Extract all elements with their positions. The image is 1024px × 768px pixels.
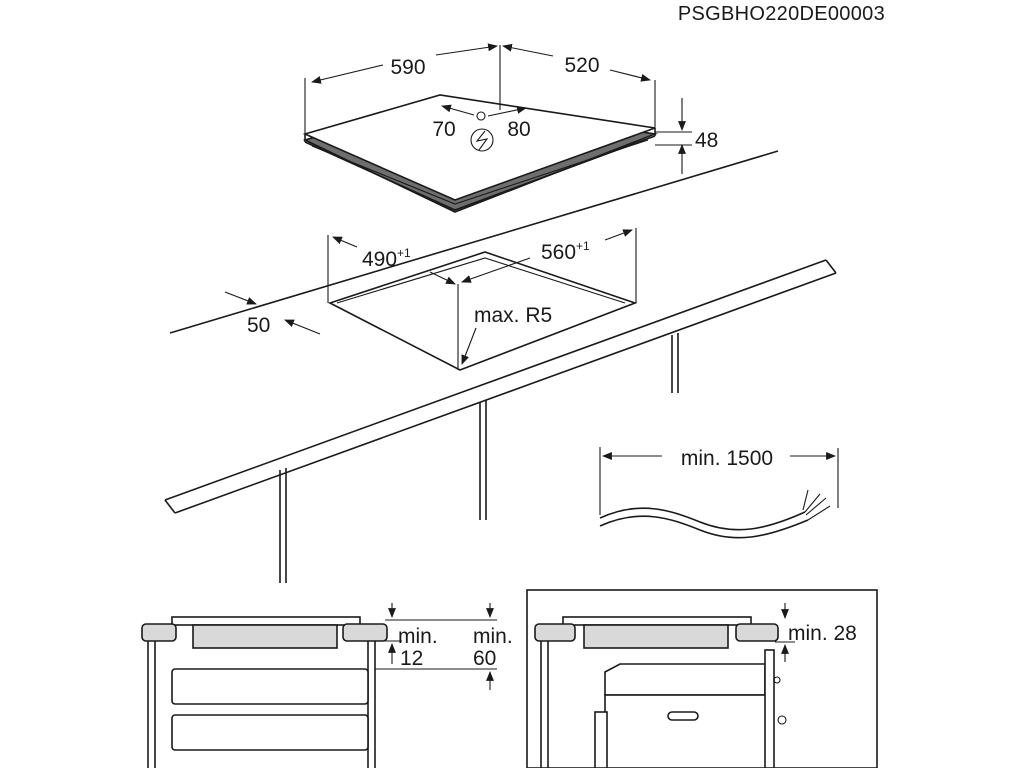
corner-radius-label: max. R5 (474, 304, 552, 327)
cutout-depth-label: 490+1 (362, 246, 411, 271)
cutout-width-label: 560+1 (541, 239, 590, 264)
hob-dimension-lines (304, 43, 692, 174)
drawer-min-left-label: min. (398, 625, 438, 648)
hob-drawing (302, 94, 659, 213)
worktop-drawing (164, 150, 837, 583)
drawer-install-drawing (141, 603, 497, 768)
cutout-drawing (327, 251, 638, 371)
connection-right-label: 80 (507, 118, 530, 141)
cable-length-label: min. 1500 (681, 447, 773, 470)
drawer-value-right-label: 60 (473, 647, 496, 670)
drawer-min-right-label: min. (473, 625, 513, 648)
document-code: PSGBHO220DE00003 (678, 3, 885, 25)
cutout-dimension-lines (224, 228, 637, 370)
hob-depth-label: 520 (564, 54, 599, 77)
front-distance-label: 50 (247, 314, 270, 337)
drawer-value-left-label: 12 (400, 647, 423, 670)
hob-width-label: 590 (390, 56, 425, 79)
oven-min-label: min. 28 (788, 622, 857, 645)
hob-height-label: 48 (695, 129, 718, 152)
cable-drawing (599, 447, 839, 539)
oven-install-drawing (534, 603, 795, 768)
oven-install-frame (526, 589, 878, 768)
lightning-bolt-icon (470, 128, 494, 152)
connection-left-label: 70 (432, 118, 455, 141)
